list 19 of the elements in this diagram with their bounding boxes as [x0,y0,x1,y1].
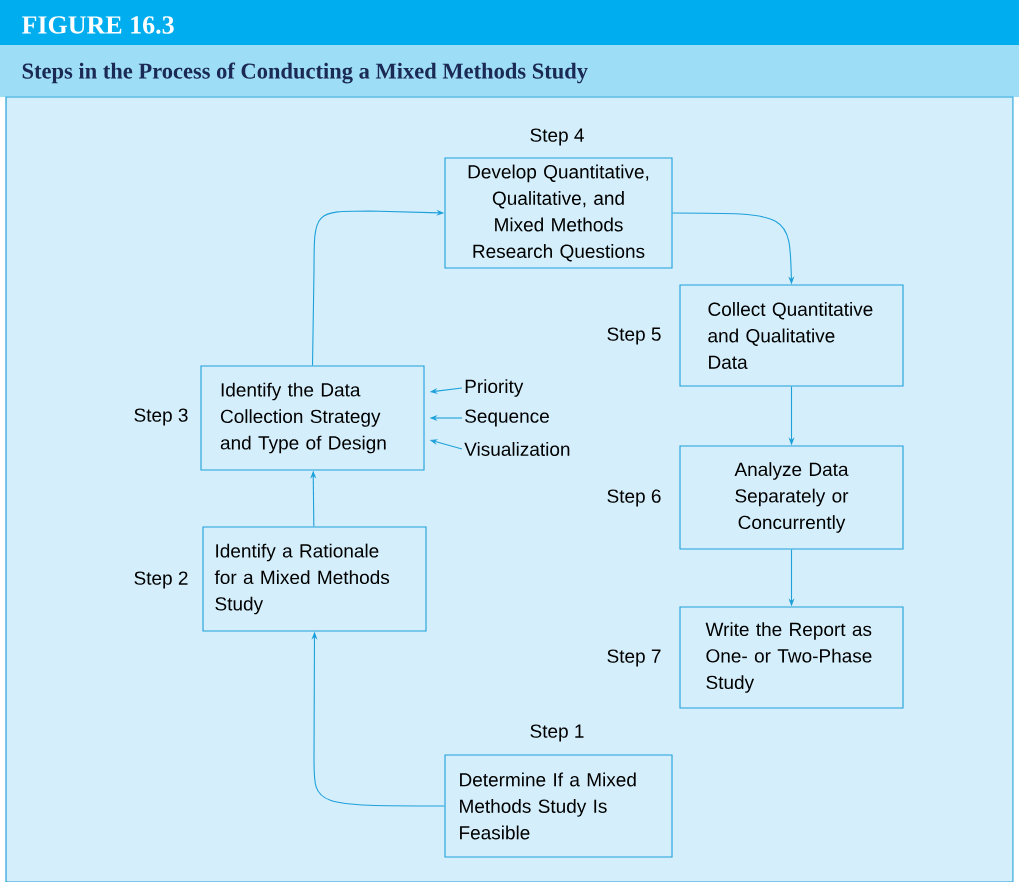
step-label: Step 2 [134,571,188,589]
step-box: Identify a Rationale for a Mixed Methods Study [202,526,427,632]
step-box: Identify the Data Collection Strategy and Type of Design [200,365,425,471]
step-box: Write the Report as One- or Two-Phase Study [679,606,904,709]
step-box: Collect Quantitative and Qualitative Data [679,284,904,387]
step-label: Step 1 [530,724,584,742]
step-label: Step 5 [607,327,661,345]
step-box: Develop Quantitative, Qualitative, and Mixed Methods Research Questions [444,157,673,269]
figure-title: Steps in the Process of Conducting a Mixed Methods Study [22,62,588,84]
design-factor: Priority [465,379,524,397]
step-box: Determine If a Mixed Methods Study Is Feasible [444,754,673,858]
figure-number: FIGURE 16.3 [22,16,174,34]
step-label: Step 7 [607,649,661,667]
design-factor: Sequence [465,409,549,427]
step-box: Analyze Data Separately or Concurrently [679,445,904,550]
design-factor: Visualization [464,442,570,456]
step-label: Step 4 [530,128,584,146]
step-label: Step 6 [607,489,661,507]
step-label: Step 3 [134,408,188,426]
